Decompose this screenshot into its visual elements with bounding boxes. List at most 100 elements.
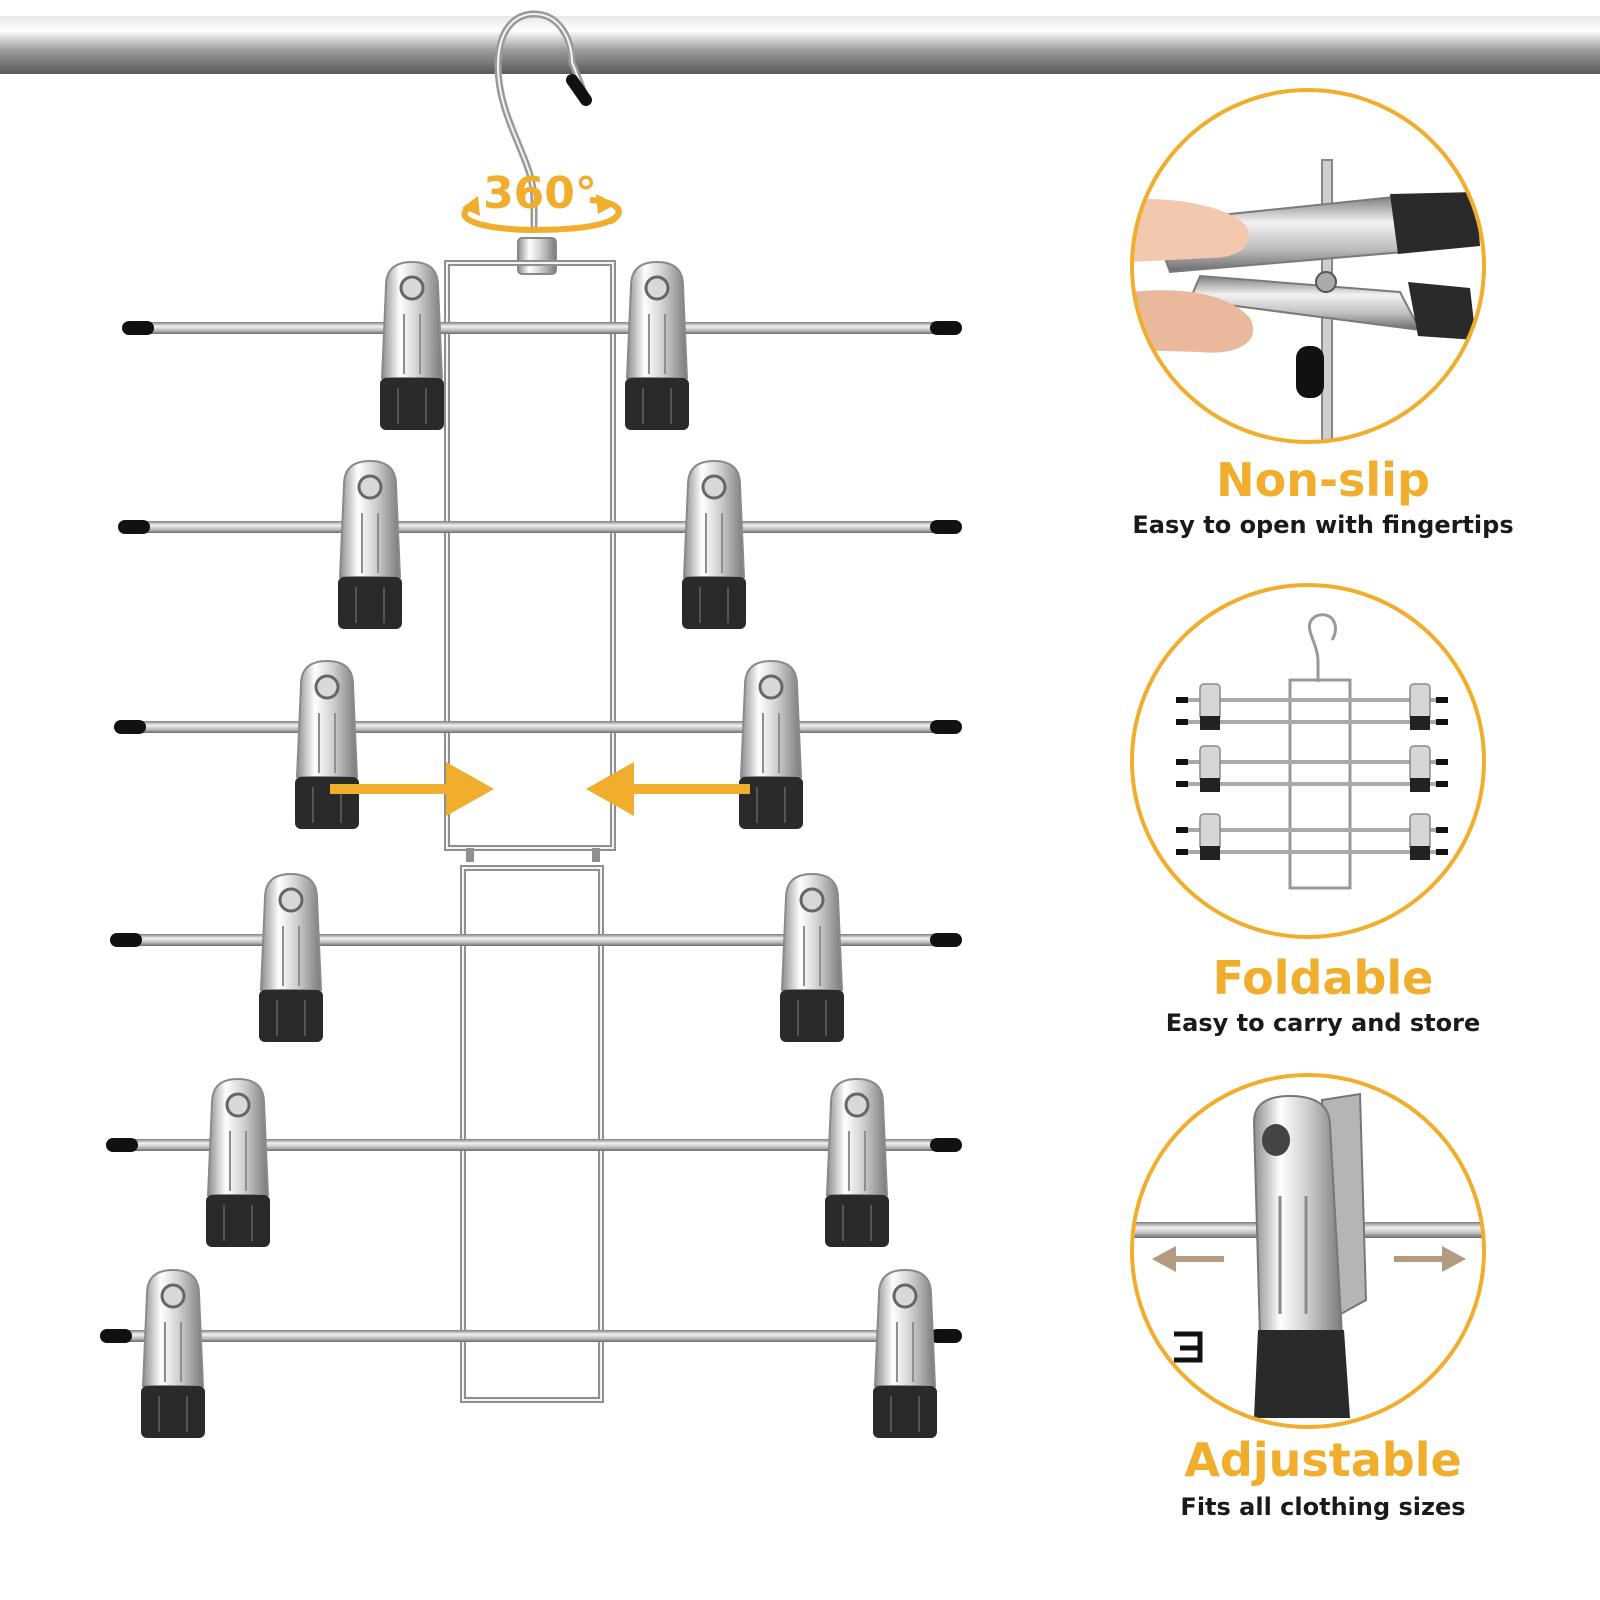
mini-cap	[1436, 827, 1448, 833]
clip-lower-pad	[1408, 282, 1476, 340]
clip-rivet	[758, 674, 784, 700]
bar-end-cap-right	[930, 933, 962, 947]
feature-circle-border	[1130, 1073, 1486, 1429]
clip-rubber-pad	[682, 577, 746, 629]
hook-tip	[566, 74, 592, 106]
clip-left	[206, 1077, 270, 1247]
clip-body	[780, 872, 844, 991]
clip-right	[825, 1077, 889, 1247]
tier-bar	[122, 322, 962, 334]
bar-end-cap-left	[106, 1138, 138, 1152]
mini-bar	[1176, 720, 1448, 724]
rod-end-cap	[1296, 346, 1324, 398]
mini-bar	[1176, 782, 1448, 786]
mini-bar	[1176, 850, 1448, 854]
clip-rubber-pad	[259, 990, 323, 1042]
fold-arrow-right-head	[586, 762, 634, 816]
clip-upper-pad	[1390, 192, 1480, 254]
fold-arrow-left-head	[446, 762, 494, 816]
slide-arrow-right-shaft	[1394, 1256, 1452, 1262]
clip-rivet	[892, 1283, 918, 1309]
swivel-joint	[517, 237, 557, 275]
clip-rivet	[225, 1092, 251, 1118]
bar-end-cap-right	[930, 321, 962, 335]
feature-subtitle-adjustable: Fits all clothing sizes	[1180, 1493, 1466, 1521]
clip-body	[825, 1077, 889, 1196]
mini-clip-pad	[1410, 846, 1430, 860]
clip-rubber-pad	[338, 577, 402, 629]
feature-circle-border	[1130, 583, 1486, 939]
bar-end-cap-right	[930, 1329, 962, 1343]
hanger-tier	[110, 872, 962, 1042]
hanger-tier	[114, 659, 962, 829]
tier-bar	[106, 1139, 962, 1151]
clip-left	[259, 872, 323, 1042]
feature-circle-adjustable	[1130, 1073, 1486, 1429]
tier-bar	[110, 934, 962, 946]
bar-end-cap-left	[110, 933, 142, 947]
mini-cap	[1176, 849, 1188, 855]
frame-upper	[444, 260, 616, 851]
hanger-tier	[106, 1077, 962, 1247]
frame-hinge	[466, 848, 600, 862]
clip-body	[259, 872, 323, 991]
feature-title-non-slip: Non-slip	[1216, 453, 1430, 507]
feature-subtitle-foldable: Easy to carry and store	[1165, 1009, 1481, 1037]
bar-end-cap-left	[114, 720, 146, 734]
clip-rivet	[799, 887, 825, 913]
clip-body	[682, 459, 746, 578]
finger	[1133, 199, 1249, 262]
tier-bar	[114, 721, 962, 733]
mini-cap	[1436, 781, 1448, 787]
mini-bar	[1176, 828, 1448, 832]
clip-pivot	[1315, 271, 1337, 293]
background-mark	[1174, 1331, 1203, 1363]
slide-arrow-left-shaft	[1166, 1256, 1224, 1262]
mini-cap	[1436, 759, 1448, 765]
clip-body	[625, 260, 689, 379]
clip-rubber-pad	[739, 777, 803, 829]
clip-rubber-pad	[141, 1386, 205, 1438]
fold-arrow-right-shaft	[630, 784, 750, 794]
clip-body	[873, 1268, 937, 1387]
mini-clip-pad	[1200, 716, 1220, 730]
feature-subtitle-non-slip: Easy to open with fingertips	[1132, 511, 1514, 539]
mini-cap	[1176, 759, 1188, 765]
clip-rivet	[701, 474, 727, 500]
feature-circle-border	[1130, 88, 1486, 444]
tier-bar	[118, 521, 962, 533]
clip-body	[295, 659, 359, 778]
slide-arrow-left-head	[1152, 1246, 1176, 1272]
clip-right	[780, 872, 844, 1042]
slide-arrow-right-head	[1442, 1246, 1466, 1272]
hanger-frame	[444, 260, 616, 1403]
fold-arrows	[330, 762, 750, 816]
feature-title-foldable: Foldable	[1212, 951, 1434, 1005]
clip-rubber-pad	[780, 990, 844, 1042]
mini-clip-pad	[1410, 778, 1430, 792]
folded-hanger-icon	[1176, 613, 1448, 890]
mini-cap	[1176, 719, 1188, 725]
tier-bar	[100, 1330, 962, 1342]
closet-rail	[0, 16, 1600, 74]
clip-body	[739, 659, 803, 778]
frame-lower-shine	[462, 867, 602, 1401]
clip-body	[338, 459, 402, 578]
adjust-clip-hole	[1262, 1124, 1290, 1156]
clip-rubber-pad	[206, 1195, 270, 1247]
mini-hook	[1308, 613, 1337, 682]
feature-circle-bg	[1133, 91, 1483, 441]
bar-end-cap-left	[118, 520, 150, 534]
clip-left	[380, 260, 444, 430]
mini-clip-pad	[1200, 846, 1220, 860]
clip-right	[873, 1268, 937, 1438]
clip-left	[338, 459, 402, 629]
mini-bar	[1176, 698, 1448, 702]
thumb	[1133, 290, 1254, 353]
mini-cap	[1176, 781, 1188, 787]
mini-clip	[1409, 683, 1431, 721]
clip-right	[682, 459, 746, 629]
clip-left	[295, 659, 359, 829]
frame-upper-shine	[446, 262, 614, 849]
